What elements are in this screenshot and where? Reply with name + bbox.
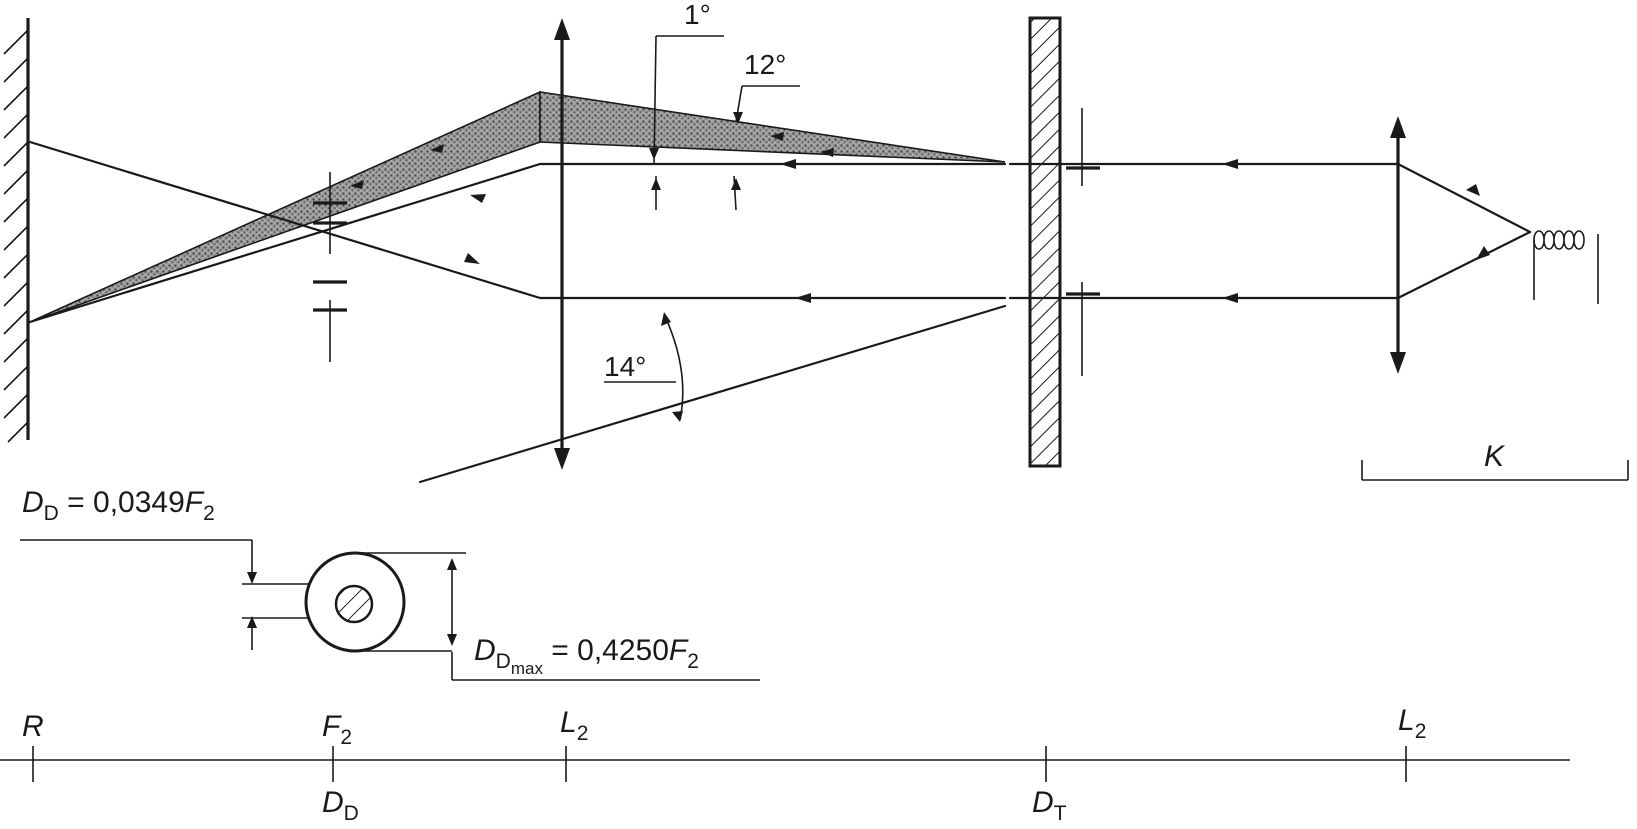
lens-l2-right xyxy=(1390,116,1406,374)
formula-dd: DD = 0,0349F2 xyxy=(20,486,346,650)
mirror-r xyxy=(3,18,30,443)
axis-labels: R F2 L2 L2 DD DT xyxy=(22,704,1426,825)
label-dt: DT xyxy=(1032,786,1067,825)
lamp-filament-icon xyxy=(1533,230,1599,304)
diaphragm-dd xyxy=(313,172,347,362)
angle-12deg: 12° xyxy=(731,49,800,211)
optical-axis xyxy=(0,746,1570,782)
angle-1deg: 1° xyxy=(649,0,724,210)
plate-dt xyxy=(1028,16,1100,468)
angle-label-14: 14° xyxy=(604,351,646,382)
angle-label-12: 12° xyxy=(744,49,786,80)
angle-14deg: 14° xyxy=(604,312,684,422)
rays xyxy=(28,140,1532,484)
label-f2: F2 xyxy=(322,710,352,749)
ray-arrows xyxy=(350,132,1490,303)
k-bracket: K xyxy=(1361,440,1629,481)
lens-l2-left xyxy=(554,18,570,470)
label-l2-left: L2 xyxy=(560,706,588,745)
label-l2-right: L2 xyxy=(1398,704,1426,743)
label-dd: DD xyxy=(322,786,359,825)
formula-ddmax: DDmax = 0,4250F2 xyxy=(451,634,760,681)
diaphragm-cross-section xyxy=(304,551,466,653)
label-k: K xyxy=(1484,440,1506,473)
svg-text:DD = 0,0349F2: DD = 0,0349F2 xyxy=(22,486,215,525)
label-r: R xyxy=(22,710,44,743)
angle-label-1: 1° xyxy=(684,0,711,30)
shaded-beam xyxy=(29,90,1006,323)
svg-text:DDmax = 0,4250F2: DDmax = 0,4250F2 xyxy=(474,634,699,678)
